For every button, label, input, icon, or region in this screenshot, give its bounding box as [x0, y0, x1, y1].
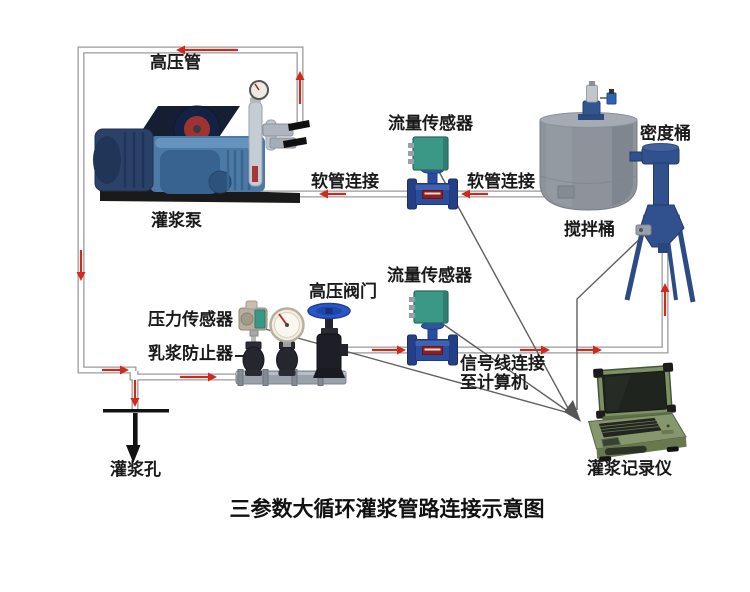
signal-line-density-bucket — [576, 231, 648, 410]
grouting-hole-symbol — [103, 409, 169, 463]
diagram-title: 三参数大循环灌浆管路连接示意图 — [229, 498, 545, 521]
label-pressure-sensor: 压力传感器 — [148, 310, 233, 329]
label-signal-note-line1: 信号线连接 — [460, 354, 545, 373]
label-slurry-preventer: 乳浆防止器 — [148, 344, 233, 363]
flow-arrow-bottom2-icon — [180, 372, 217, 382]
label-flow-sensor-mid: 流量传感器 — [387, 266, 472, 285]
signal-line-flow-sensor-mid — [439, 321, 570, 413]
label-high-pressure-valve: 高压阀门 — [309, 282, 377, 301]
mixing-bucket-illustration — [539, 81, 638, 211]
label-flow-sensor-top: 流量传感器 — [388, 114, 473, 133]
valve-manifold-illustration — [235, 300, 351, 386]
label-density-bucket: 密度桶 — [640, 124, 691, 143]
label-high-pressure-pipe: 高压管 — [150, 53, 201, 72]
label-mixing-bucket: 搅拌桶 — [564, 220, 615, 239]
signal-line-pressure-sensor — [264, 328, 570, 414]
grouting-pump-illustration — [93, 80, 310, 203]
signal-line-flow-sensor-top — [436, 167, 570, 411]
flow-arrow-branch-down-icon — [130, 380, 140, 407]
label-grouting-hole: 灌浆孔 — [110, 460, 161, 479]
flow-arrow-hose2-icon — [461, 189, 488, 199]
flow-sensor-mid-illustration — [407, 290, 458, 366]
label-hose-connection-left: 软管连接 — [311, 172, 379, 191]
flow-arrow-mid1-icon — [372, 345, 406, 355]
signal-arrowhead-icon — [564, 400, 581, 422]
flow-arrow-top-left-icon — [176, 45, 238, 55]
label-hose-connection-right: 软管连接 — [467, 172, 535, 191]
flow-arrow-hose1-icon — [319, 189, 346, 199]
flow-arrow-mid3-icon — [576, 345, 602, 355]
grouting-recorder-illustration — [587, 362, 687, 462]
flow-sensor-top-illustration — [407, 136, 458, 210]
label-signal-note-line2: 至计算机 — [460, 373, 528, 392]
flow-arrow-bottom1-icon — [102, 365, 129, 375]
density-bucket-illustration — [624, 143, 696, 303]
flow-arrow-left-down-icon — [76, 250, 86, 281]
label-grouting-pump: 灌浆泵 — [151, 211, 202, 230]
flow-arrow-mid2-icon — [520, 345, 550, 355]
flow-arrow-return-up-icon — [660, 283, 670, 316]
label-grouting-recorder: 灌浆记录仪 — [587, 459, 672, 478]
flow-arrow-right-up-icon — [295, 71, 305, 104]
